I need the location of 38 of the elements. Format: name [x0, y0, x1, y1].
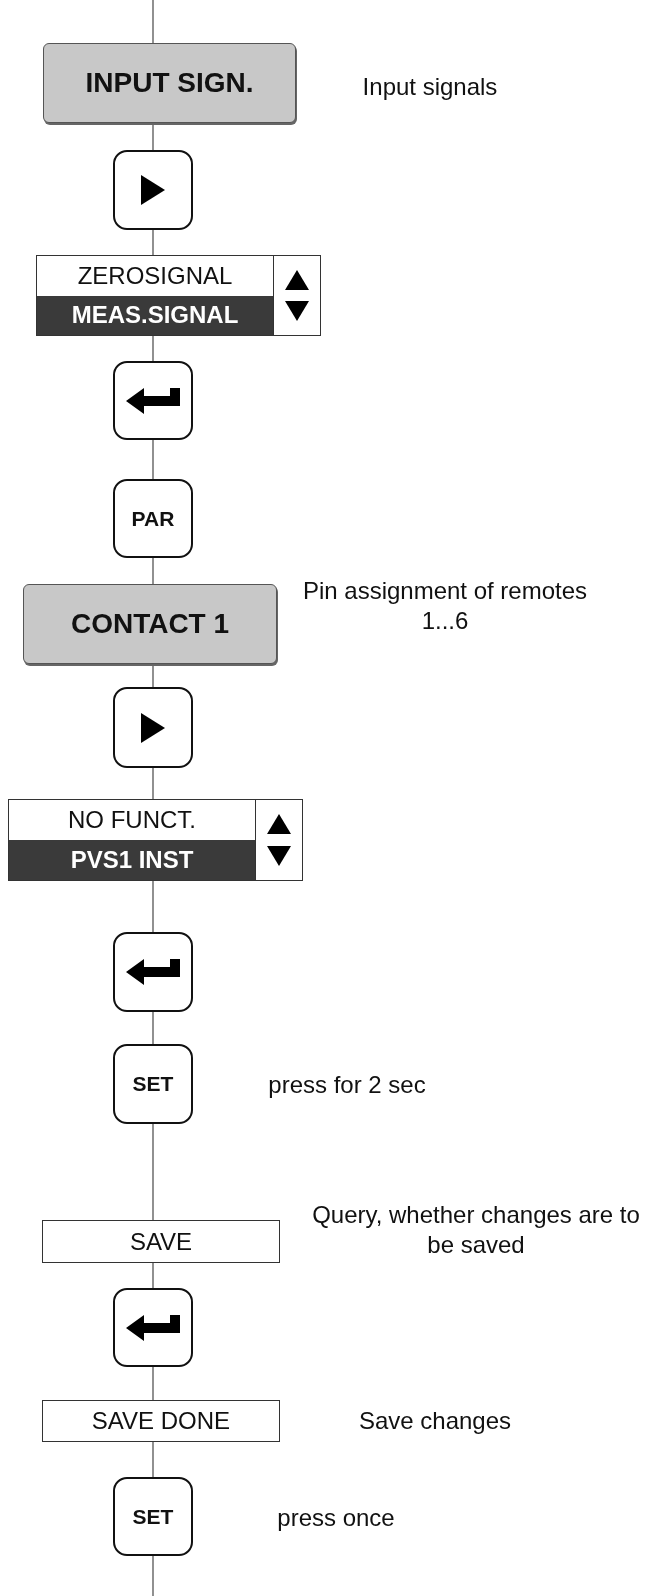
connector-line	[152, 1011, 154, 1045]
connector-line	[152, 1555, 154, 1596]
connector-line	[152, 0, 154, 44]
selected-option: MEAS.SIGNAL	[37, 295, 274, 335]
connector-line	[152, 880, 154, 933]
connector-line	[152, 663, 154, 688]
key-button: SET	[113, 1044, 193, 1124]
connector-line	[152, 767, 154, 800]
display-option: ZEROSIGNAL	[37, 256, 274, 296]
connector-line	[152, 122, 154, 151]
display-field: SAVE DONE	[42, 1400, 280, 1442]
annotation-text: Pin assignment of remotes 1...6	[301, 576, 589, 636]
connector-line	[152, 1262, 154, 1289]
connector-line	[152, 229, 154, 256]
selection-display	[8, 799, 303, 881]
selection-display	[36, 255, 321, 336]
selected-option: PVS1 INST	[9, 840, 256, 880]
annotation-text: Input signals	[361, 72, 499, 102]
display-field: SAVE	[42, 1220, 280, 1263]
menu-box: CONTACT 1	[23, 584, 277, 664]
connector-line	[152, 1441, 154, 1478]
key-button	[113, 150, 193, 230]
menu-box: INPUT SIGN.	[43, 43, 296, 123]
annotation-text: press for 2 sec	[267, 1070, 427, 1100]
key-button	[113, 687, 193, 768]
key-button	[113, 361, 193, 440]
key-button	[113, 1288, 193, 1367]
connector-line	[152, 335, 154, 362]
connector-line	[152, 439, 154, 480]
key-button: PAR	[113, 479, 193, 558]
annotation-text: Query, whether changes are to be saved	[311, 1200, 641, 1260]
key-button	[113, 932, 193, 1012]
connector-line	[152, 1123, 154, 1221]
annotation-text: press once	[276, 1503, 396, 1533]
annotation-text: Save changes	[357, 1406, 513, 1436]
connector-line	[152, 557, 154, 585]
key-button: SET	[113, 1477, 193, 1556]
connector-line	[152, 1366, 154, 1401]
